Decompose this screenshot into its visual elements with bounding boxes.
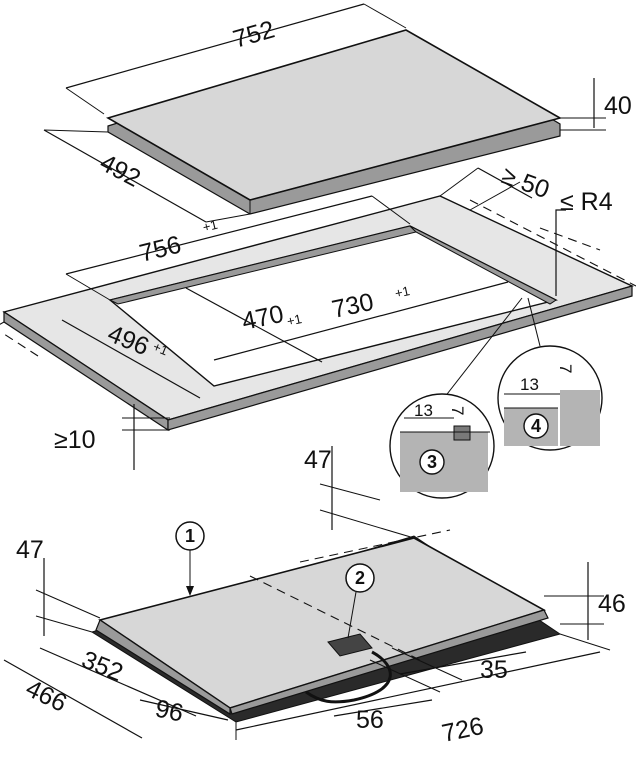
detail-4: 13 7 4 <box>497 345 603 451</box>
dim-756-tol: +1 <box>201 217 219 235</box>
callout-3: 3 <box>427 452 437 472</box>
power-cable <box>305 650 392 704</box>
detail-4-width: 13 <box>520 375 539 394</box>
dim-40-label: 40 <box>604 92 632 120</box>
dim-466-label: 466 <box>21 674 71 717</box>
dim-470-tol: +1 <box>286 311 304 329</box>
dim-96-line <box>139 699 229 721</box>
dim-730-tol: +1 <box>394 283 412 301</box>
dim-50-label: ≥ 50 <box>498 161 553 204</box>
dim-10-label: ≥10 <box>54 426 96 454</box>
dim-730-line <box>213 281 509 361</box>
dim-47-top-label: 47 <box>304 446 332 474</box>
dim-56-line <box>333 699 433 717</box>
dim-752-line <box>65 3 365 89</box>
dim-96-label: 96 <box>153 694 186 727</box>
callout-2: 2 <box>355 568 365 588</box>
dim-492-label: 492 <box>95 149 145 193</box>
dim-56-label: 56 <box>356 706 384 734</box>
hob-glass-surface <box>105 29 563 201</box>
dim-756-label: 756 <box>137 231 184 268</box>
dim-35-line <box>399 651 527 675</box>
dim-47-left-label: 47 <box>16 536 44 564</box>
dim-752-label: 752 <box>230 15 278 53</box>
dim-r4-label: ≤ R4 <box>560 188 613 216</box>
detail-3-height: 7 <box>448 406 467 415</box>
dim-496-tol: +1 <box>151 339 170 358</box>
dim-352-label: 352 <box>78 646 127 688</box>
dim-50-line <box>477 167 533 199</box>
dim-726-label: 726 <box>439 712 486 748</box>
dim-466-line <box>3 659 143 739</box>
worktop-cutout: 756 +1 470 +1 730 +1 496 +1 ≥ 50 ≤ R4 ≥1… <box>0 161 636 470</box>
detail-callouts: 13 7 3 13 7 4 <box>389 297 603 499</box>
detail-4-height: 7 <box>556 364 575 373</box>
detail-3: 13 7 3 <box>389 393 495 499</box>
dim-35-label: 35 <box>480 656 508 684</box>
callout-4: 4 <box>531 416 541 436</box>
dim-r4-line <box>555 209 566 296</box>
dim-726-line <box>235 651 601 731</box>
dim-492-line <box>43 129 207 223</box>
dim-496-line <box>61 319 201 399</box>
dim-352-line <box>39 647 197 717</box>
dim-756-line <box>65 195 373 275</box>
detail-3-width: 13 <box>414 401 433 420</box>
dim-470-line <box>185 287 323 363</box>
dim-46-label: 46 <box>598 590 626 618</box>
bottom-hob: 1 2 47 47 46 352 466 96 35 <box>3 446 626 748</box>
callout-1: 1 <box>185 526 195 546</box>
worktop-right-edge <box>167 285 633 431</box>
